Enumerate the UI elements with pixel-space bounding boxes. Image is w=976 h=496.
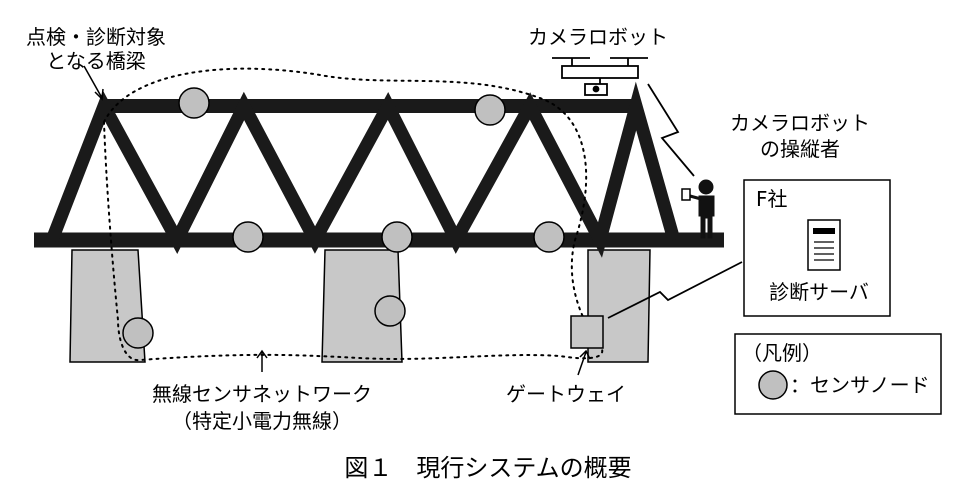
server-label: 診断サーバ (769, 280, 869, 304)
person-icon (681, 179, 715, 239)
legend-node-symbol (758, 370, 788, 400)
sensor-node (178, 87, 210, 119)
sensor-node (533, 221, 565, 253)
pier-center (321, 249, 403, 363)
truss-web (45, 81, 681, 258)
bridge-label-line1: 点検・診断対象 (26, 25, 166, 49)
sensor-node (474, 94, 506, 126)
sensor-node (232, 221, 264, 253)
wireless-link-icon (607, 261, 743, 319)
server-icon (807, 219, 841, 271)
figure-caption: 図１ 現行システムの概要 (344, 454, 631, 482)
operator-label-line1: カメラロボット (730, 111, 870, 135)
camera-robot-label: カメラロボット (528, 25, 668, 49)
gateway-box (570, 315, 604, 349)
network-label-line2: （特定小電力無線） (172, 409, 352, 433)
gateway-label: ゲートウェイ (506, 382, 626, 406)
company-label: F社 (756, 187, 788, 211)
sensor-nodes (122, 87, 565, 349)
sensor-node (122, 317, 154, 349)
sensor-node (374, 295, 406, 327)
sensor-network-path (102, 67, 604, 362)
legend-title: （凡例） (742, 341, 822, 365)
truss-bridge (34, 81, 724, 258)
network-label-line1: 無線センサネットワーク (152, 382, 372, 406)
bridge-label-line2: となる橋梁 (46, 49, 145, 73)
operator-label-line2: の操縦者 (760, 137, 840, 161)
legend-item-label: ：センサノード (790, 373, 930, 397)
pointer-arrows (83, 65, 591, 376)
piers (69, 249, 651, 363)
drone-icon (552, 57, 648, 96)
sensor-node (381, 221, 413, 253)
wireless-link-icon (647, 83, 695, 177)
